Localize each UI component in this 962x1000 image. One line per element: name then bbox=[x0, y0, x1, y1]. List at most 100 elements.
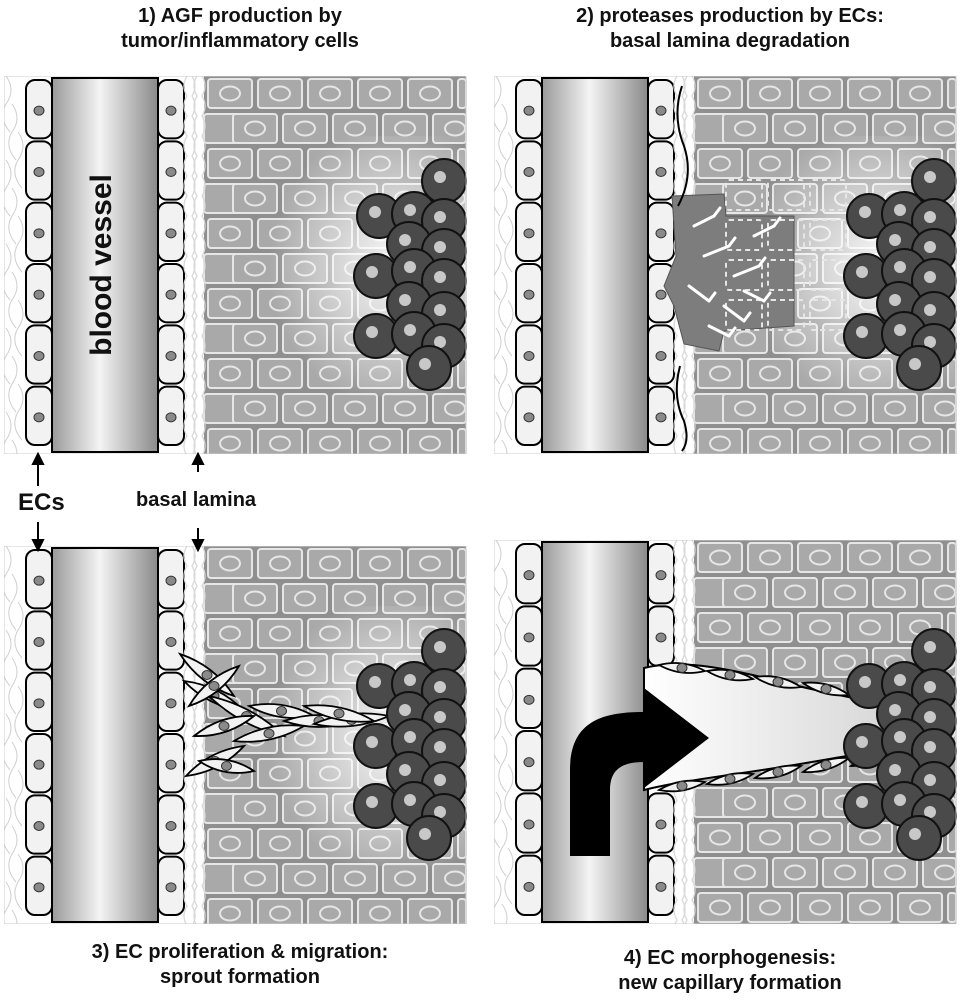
panel-4-diagram bbox=[494, 540, 957, 924]
tissue-nucleus bbox=[444, 870, 466, 887]
tissue-cell bbox=[432, 863, 467, 894]
fiber bbox=[4, 159, 12, 217]
fiber bbox=[8, 271, 18, 329]
tumor-cell-nucleus bbox=[404, 204, 416, 216]
fiber bbox=[504, 299, 514, 357]
fiber bbox=[4, 411, 12, 447]
tissue-cell bbox=[747, 822, 793, 853]
ec-nucleus bbox=[33, 882, 45, 893]
ec-nucleus bbox=[523, 289, 535, 300]
tumor-cell-nucleus bbox=[404, 731, 416, 743]
tumor-cell-nucleus bbox=[894, 204, 906, 216]
protease bbox=[722, 304, 746, 323]
tissue-nucleus bbox=[834, 654, 856, 671]
ec-nucleus bbox=[655, 351, 667, 361]
tumor-cell-nucleus bbox=[366, 326, 378, 338]
proteases bbox=[687, 206, 782, 338]
ec-nucleus bbox=[724, 774, 736, 784]
fiber bbox=[14, 131, 24, 189]
tissue-cell bbox=[772, 787, 818, 818]
tumor-cell-nucleus bbox=[404, 674, 416, 686]
fiber bbox=[11, 439, 18, 454]
panel-4-title-line-2: new capillary formation bbox=[618, 972, 842, 994]
basal-lamina-label: basal lamina bbox=[136, 489, 257, 511]
tissue-cell bbox=[697, 428, 743, 454]
tumor-cell-nucleus bbox=[434, 741, 446, 753]
left-lamina-fibers bbox=[4, 546, 24, 924]
ec-nucleus bbox=[523, 167, 535, 177]
tumor-cell-nucleus bbox=[924, 171, 936, 183]
tissue-nucleus bbox=[809, 435, 831, 452]
tissue-nucleus bbox=[344, 590, 366, 607]
ec-nucleus bbox=[33, 821, 45, 831]
tissue-nucleus bbox=[784, 584, 806, 601]
degraded-tissue-cell bbox=[725, 259, 763, 291]
tissue-cell bbox=[307, 78, 353, 109]
tumor-cell bbox=[843, 783, 889, 829]
tissue-nucleus bbox=[319, 905, 341, 922]
tissue-nucleus bbox=[444, 590, 466, 607]
tumor-cell bbox=[353, 723, 399, 769]
fiber bbox=[501, 903, 508, 924]
tissue-cell bbox=[847, 78, 893, 109]
tissue-cell bbox=[897, 428, 943, 454]
tissue-cell bbox=[897, 892, 943, 923]
tumor-cell-nucleus bbox=[894, 324, 906, 336]
tissue-cell bbox=[332, 393, 378, 424]
tissue-nucleus bbox=[394, 870, 416, 887]
ec-nucleus bbox=[165, 351, 177, 361]
ec-nucleus bbox=[263, 728, 275, 739]
tumor-cell bbox=[911, 158, 957, 204]
tissue-nucleus bbox=[369, 435, 391, 452]
tissue-nucleus bbox=[419, 85, 441, 102]
tissue-nucleus bbox=[909, 435, 931, 452]
fiber bbox=[504, 595, 514, 653]
tissue-cell bbox=[797, 542, 843, 573]
lamina-fiber bbox=[183, 546, 188, 924]
tissue-cell bbox=[307, 898, 353, 924]
ec-nucleus bbox=[165, 289, 177, 300]
fiber bbox=[4, 76, 12, 133]
ec-nucleus bbox=[523, 351, 535, 361]
tumor-cell-nucleus bbox=[434, 271, 446, 283]
ec-nucleus bbox=[221, 761, 232, 771]
tissue-nucleus bbox=[809, 899, 831, 916]
degraded-tissue-cell bbox=[725, 179, 763, 211]
fiber bbox=[4, 243, 12, 301]
tissue-nucleus bbox=[784, 794, 806, 811]
tissue-nucleus bbox=[709, 619, 731, 636]
basal-lamina bbox=[183, 76, 206, 454]
ec-nucleus bbox=[655, 167, 667, 177]
tumor-cell-nucleus bbox=[894, 261, 906, 273]
ec-nucleus bbox=[523, 632, 535, 643]
protease-branch bbox=[727, 326, 737, 338]
ec-nucleus bbox=[523, 105, 535, 116]
tissue-nucleus bbox=[759, 899, 781, 916]
tumor-cell-nucleus bbox=[434, 241, 446, 253]
degraded-tissue-cell bbox=[767, 259, 805, 291]
tissue-cell bbox=[947, 542, 957, 573]
ec-nucleus bbox=[523, 819, 535, 830]
tumor-cell-nucleus bbox=[894, 794, 906, 806]
tumor-cell-nucleus bbox=[434, 774, 446, 786]
tissue-nucleus bbox=[759, 85, 781, 102]
tissue-cell bbox=[872, 393, 918, 424]
tissue-nucleus bbox=[909, 899, 931, 916]
fiber bbox=[14, 601, 24, 659]
tissue-nucleus bbox=[344, 400, 366, 417]
tissue-nucleus bbox=[859, 85, 881, 102]
tumor-cell-nucleus bbox=[924, 774, 936, 786]
ec-nucleus bbox=[333, 708, 345, 719]
tissue-nucleus bbox=[759, 619, 781, 636]
tissue-cell bbox=[922, 577, 957, 608]
fiber bbox=[504, 679, 514, 737]
panel-3-title-line-1: 3) EC proliferation & migration: bbox=[91, 941, 389, 963]
left-lamina-fibers bbox=[494, 76, 514, 454]
tumor-cell-nucleus bbox=[366, 796, 378, 808]
tissue-cell bbox=[797, 428, 843, 454]
tissue-cell bbox=[207, 428, 253, 454]
ec-nucleus bbox=[165, 759, 177, 770]
tissue-cell bbox=[747, 542, 793, 573]
tissue-cell bbox=[872, 857, 918, 888]
tumor-cell-nucleus bbox=[894, 674, 906, 686]
